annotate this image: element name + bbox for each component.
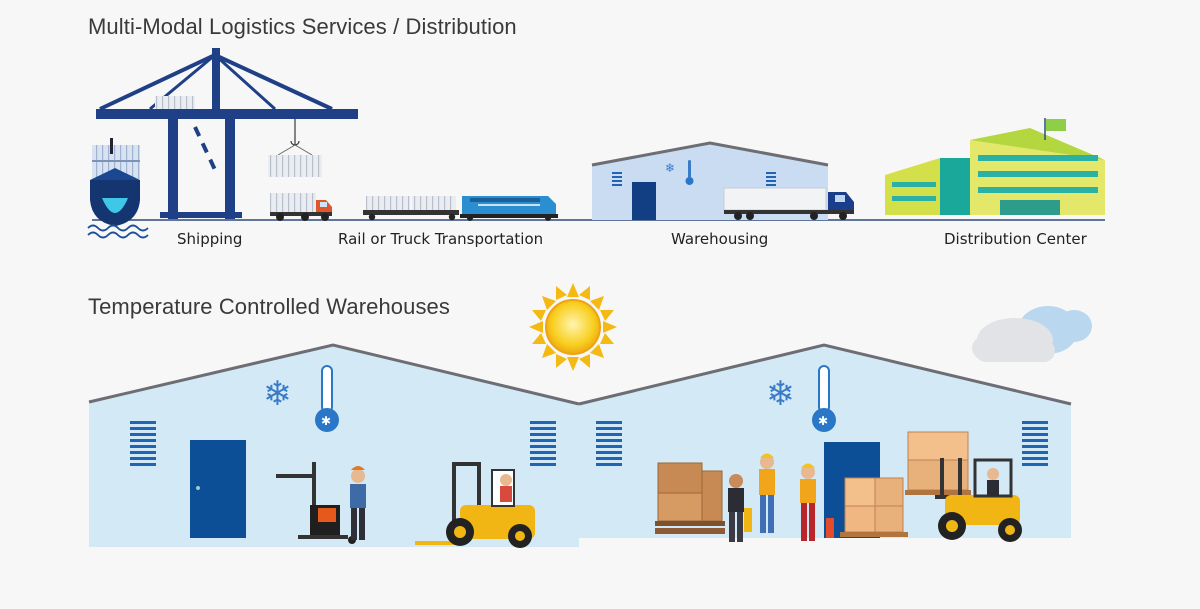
distribution-center-building	[885, 118, 1105, 215]
cloud-icon	[972, 306, 1092, 362]
svg-text:❄: ❄	[665, 161, 675, 175]
warehouse-workers	[728, 453, 834, 542]
svg-text:✱: ✱	[818, 414, 828, 428]
freight-train-illustration	[363, 196, 558, 221]
logistics-section-title: Multi-Modal Logistics Services / Distrib…	[88, 14, 517, 39]
svg-text:✱: ✱	[321, 414, 331, 428]
stage-label-warehousing: Warehousing	[671, 230, 769, 248]
semi-truck-illustration	[723, 187, 854, 220]
vent-grille	[596, 421, 1048, 466]
thermometer-icon: ✱	[315, 365, 339, 432]
cargo-ship-illustration	[87, 138, 149, 239]
stage-label-distribution-center: Distribution Center	[944, 230, 1087, 248]
vent-grille	[130, 421, 556, 466]
container-truck-illustration	[270, 193, 332, 221]
snowflake-icon: ❄	[263, 374, 292, 414]
snowflake-icon: ❄	[766, 374, 795, 414]
thermometer-icon: ✱	[812, 365, 836, 432]
stage-label-shipping: Shipping	[177, 230, 243, 248]
temperature-warehouse-left: ❄ ✱	[88, 343, 580, 547]
sun-icon	[529, 283, 617, 371]
pallet-jack-worker	[276, 462, 366, 544]
forklift-right	[935, 458, 1022, 542]
stacked-boxes-left	[655, 462, 725, 534]
stage-label-transportation: Rail or Truck Transportation	[338, 230, 544, 248]
warehouses-section-title: Temperature Controlled Warehouses	[88, 294, 450, 319]
gantry-crane-illustration	[96, 48, 358, 219]
forklift-left	[415, 462, 535, 548]
